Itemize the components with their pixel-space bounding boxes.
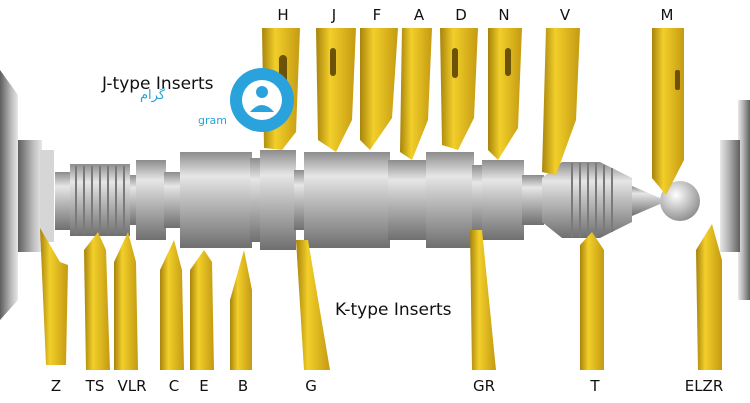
- label-elzr: ELZR: [684, 377, 724, 395]
- label-g: G: [305, 377, 317, 395]
- bottom-inserts: [40, 224, 722, 370]
- insert-m: [652, 28, 684, 195]
- label-a: A: [413, 6, 425, 24]
- insert-b: [230, 250, 252, 370]
- insert-e: [190, 250, 214, 370]
- insert-gr: [470, 230, 496, 370]
- gear-person-logo-icon: [230, 68, 294, 132]
- watermark-text: gram: [198, 114, 227, 127]
- label-ts: TS: [85, 377, 105, 395]
- watermark-arabic-text: گرام: [140, 88, 166, 103]
- insert-elzr: [696, 224, 722, 370]
- right-chuck: [720, 100, 750, 300]
- insert-ts: [84, 232, 110, 370]
- label-n: N: [498, 6, 510, 24]
- insert-j: [316, 28, 356, 152]
- insert-a: [400, 28, 432, 160]
- insert-d: [440, 28, 478, 150]
- insert-f: [360, 28, 398, 150]
- label-t: T: [590, 377, 600, 395]
- label-c: C: [168, 377, 180, 395]
- label-d: D: [455, 6, 467, 24]
- j-type-title: J-type Inserts: [102, 74, 214, 94]
- label-e: E: [199, 377, 209, 395]
- insert-vlr: [114, 232, 138, 370]
- insert-v: [542, 28, 580, 175]
- label-j: J: [331, 6, 337, 24]
- k-type-title: K-type Inserts: [335, 300, 452, 320]
- label-gr: GR: [472, 377, 496, 395]
- insert-c: [160, 240, 184, 370]
- label-z: Z: [50, 377, 62, 395]
- label-m: M: [660, 6, 674, 24]
- label-v: V: [559, 6, 571, 24]
- insert-g: [296, 240, 330, 370]
- label-f: F: [372, 6, 382, 24]
- left-chuck: [0, 70, 54, 320]
- workpiece-shaft: [55, 150, 700, 250]
- label-h: H: [277, 6, 289, 24]
- insert-z: [40, 228, 68, 365]
- insert-t: [580, 232, 604, 370]
- label-vlr: VLR: [117, 377, 147, 395]
- insert-n: [488, 28, 522, 160]
- label-b: B: [237, 377, 249, 395]
